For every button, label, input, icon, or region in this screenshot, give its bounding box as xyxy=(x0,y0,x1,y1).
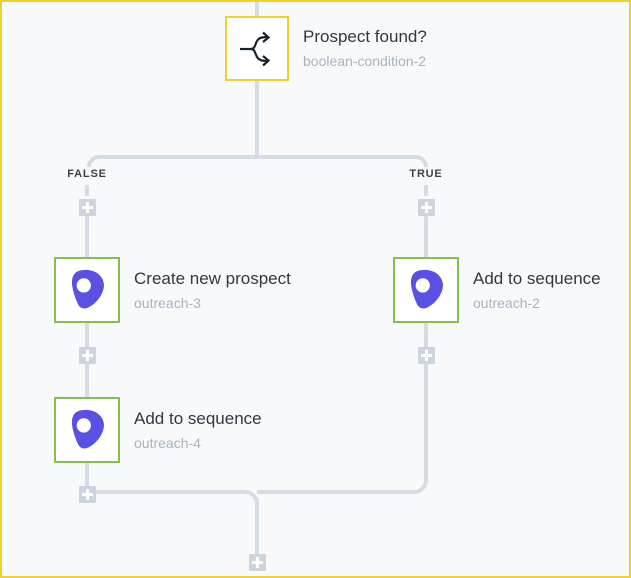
node-title: Prospect found? xyxy=(303,27,427,46)
node-title: Create new prospect xyxy=(134,269,291,288)
add-step-button-false-mid[interactable] xyxy=(79,347,96,364)
node-id: outreach-2 xyxy=(473,295,540,311)
action-node-outreach-4[interactable] xyxy=(54,397,120,463)
plus-icon xyxy=(425,350,428,361)
connector-true-to-node xyxy=(424,215,428,257)
connector-false-node1-out xyxy=(85,323,89,347)
connector-false-node2-in xyxy=(85,364,89,397)
add-step-button-false-bottom[interactable] xyxy=(79,486,96,503)
action-node-text: Add to sequence outreach-4 xyxy=(134,408,262,452)
plus-icon xyxy=(86,202,89,213)
add-step-button-true-top[interactable] xyxy=(418,199,435,216)
connector-merge-down xyxy=(255,498,259,554)
action-node-text: Add to sequence outreach-2 xyxy=(473,268,601,312)
node-title: Add to sequence xyxy=(473,269,601,288)
connector-split-true xyxy=(257,155,428,167)
outreach-logo xyxy=(71,409,104,449)
action-node-text: Create new prospect outreach-3 xyxy=(134,268,291,312)
connector-merge-false xyxy=(87,490,259,506)
plus-icon xyxy=(256,557,259,568)
node-id: outreach-3 xyxy=(134,295,201,311)
add-step-button-true-bottom[interactable] xyxy=(418,347,435,364)
plus-icon xyxy=(425,202,428,213)
outreach-logo xyxy=(410,269,443,309)
connector-merge-true xyxy=(257,460,428,494)
connector-false-dash xyxy=(85,185,89,196)
connector-true-dash xyxy=(424,185,428,196)
node-id: boolean-condition-2 xyxy=(303,53,426,69)
outreach-logo xyxy=(71,269,104,309)
condition-node-boolean-condition-2[interactable] xyxy=(225,16,289,81)
plus-icon xyxy=(86,350,89,361)
connector-false-node2-out xyxy=(85,463,89,488)
add-step-button-false-top[interactable] xyxy=(79,199,96,216)
condition-node-text: Prospect found? boolean-condition-2 xyxy=(303,26,427,70)
branch-label-false: FALSE xyxy=(67,168,107,180)
connector-true-down xyxy=(424,364,428,482)
action-node-outreach-3[interactable] xyxy=(54,257,120,323)
connector-top xyxy=(255,2,259,16)
branch-split-icon xyxy=(240,31,271,66)
action-node-outreach-2[interactable] xyxy=(393,257,459,323)
node-title: Add to sequence xyxy=(134,409,262,428)
node-id: outreach-4 xyxy=(134,435,201,451)
connector-false-to-node1 xyxy=(85,215,89,257)
plus-icon xyxy=(86,489,89,500)
connector-split-false xyxy=(87,155,257,167)
add-step-button-end[interactable] xyxy=(249,554,266,571)
branch-label-true: TRUE xyxy=(409,168,443,180)
connector-true-node-out xyxy=(424,323,428,347)
connector-condition-to-split xyxy=(255,81,259,157)
